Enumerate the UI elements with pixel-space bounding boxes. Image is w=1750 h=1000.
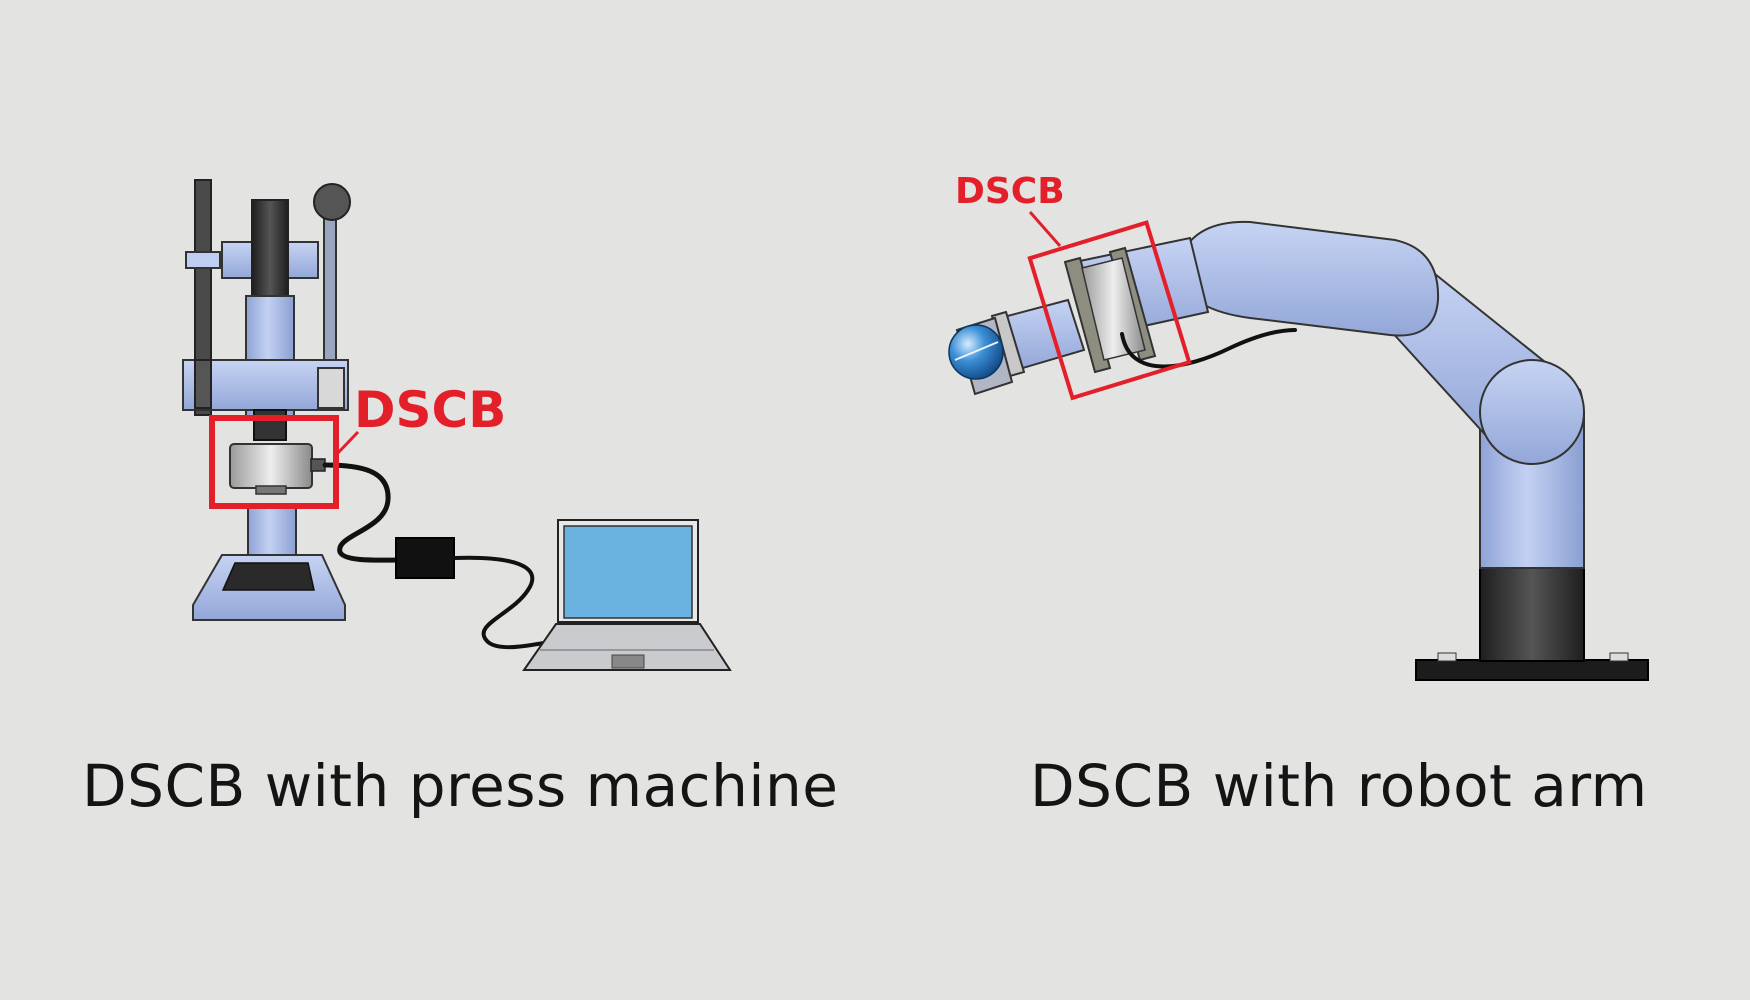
press-machine-illustration: DSCB <box>182 179 732 671</box>
press-dscb-label: DSCB <box>354 381 506 439</box>
press-dscb-highlight-box <box>209 415 339 509</box>
robot-dscb-label: DSCB <box>955 171 1065 212</box>
robot-arm-illustration: DSCB <box>948 171 1649 681</box>
robot-arm-caption: DSCB with robot arm <box>1030 752 1648 820</box>
robot-dscb-highlight-box <box>1027 220 1192 401</box>
press-machine-caption: DSCB with press machine <box>82 752 839 820</box>
